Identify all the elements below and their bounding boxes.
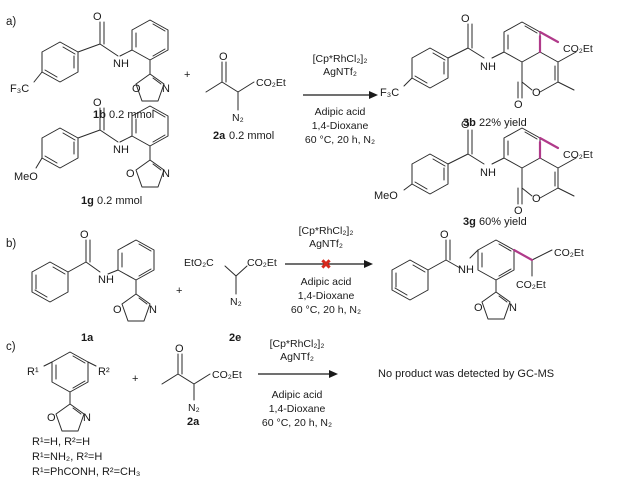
compound-3b-label: 3b: [463, 117, 476, 129]
plus-sign-c: +: [132, 373, 138, 385]
plus-sign-a: +: [184, 69, 190, 81]
label-1b-oxazoline-n: N: [162, 83, 170, 95]
label-1g-nh: NH: [113, 144, 129, 156]
conditions-a-solvent: 1,4-Dioxane: [312, 120, 369, 132]
label-3g-ring-o: O: [532, 193, 541, 205]
label-c-2a-co2et: CO₂Et: [212, 369, 242, 381]
label-3g-lactone-o: O: [514, 205, 523, 217]
conditions-c-temp-time: 60 °C, 20 h, N₂: [262, 417, 332, 429]
label-b-product-co2et-2: CO₂Et: [516, 279, 546, 291]
conditions-a-additive: AgNTf₂: [323, 66, 357, 78]
compound-1b-amount: 0.2 mmol: [109, 109, 154, 121]
label-1a-oxazoline-o: O: [113, 304, 122, 316]
label-c-r1: R¹: [27, 366, 39, 378]
label-1g-oxazoline-n: N: [162, 168, 170, 180]
label-3b-co2et: CO₂Et: [563, 43, 593, 55]
reaction-arrowhead-b: [364, 260, 373, 268]
conditions-c-acid: Adipic acid: [272, 389, 323, 401]
structure-3b: [403, 21, 577, 99]
compound-2a-label: 2a: [213, 130, 226, 142]
label-2e-eto2c: EtO₂C: [184, 257, 214, 269]
compound-3g-yield: 60% yield: [479, 216, 527, 228]
label-1a-oxazoline-n: N: [149, 304, 157, 316]
label-1a-nh: NH: [98, 274, 114, 286]
new-bond-3b-a: [538, 30, 560, 44]
conditions-b-solvent: 1,4-Dioxane: [298, 290, 355, 302]
label-1b-cf3: F₃C: [10, 83, 29, 95]
structure-c-2a: [161, 353, 211, 401]
structure-1b: [33, 19, 169, 102]
label-3b-ring-o: O: [532, 87, 541, 99]
compound-3b-yield: 22% yield: [479, 117, 527, 129]
conditions-c-solvent: 1,4-Dioxane: [269, 403, 326, 415]
structure-c-substrate: [43, 351, 97, 432]
compound-1g-amount: 0.2 mmol: [97, 195, 142, 207]
label-c-oxazoline-o: O: [47, 412, 56, 424]
label-c-2a-n2: N₂: [188, 402, 200, 414]
substituent-set-3: R¹=PhCONH, R²=CH₃: [32, 466, 140, 478]
label-1g-carbonyl-o: O: [93, 97, 102, 109]
compound-2e-label: 2e: [229, 332, 241, 344]
compound-c-2a-label: 2a: [187, 416, 200, 428]
conditions-c-additive: AgNTf₂: [280, 351, 314, 363]
label-3b-lactone-o: O: [514, 99, 523, 111]
compound-2a-amount: 0.2 mmol: [229, 130, 274, 142]
label-2e-n2: N₂: [230, 296, 242, 308]
conditions-b-catalyst: [Cp*RhCl₂]₂: [299, 225, 354, 237]
label-3b-nh: NH: [480, 61, 496, 73]
compound-1g-label: 1g: [81, 195, 94, 207]
label-c-oxazoline-n: N: [83, 412, 91, 424]
label-1g-meo: MeO: [14, 171, 38, 183]
section-label-a: a): [6, 16, 16, 28]
substituent-set-2: R¹=NH₂, R²=H: [32, 451, 102, 463]
label-b-product-carbonyl-o: O: [440, 229, 449, 241]
conditions-b-temp-time: 60 °C, 20 h, N₂: [291, 304, 361, 316]
section-label-b: b): [6, 238, 16, 250]
reaction-arrowhead-a: [369, 91, 378, 99]
conditions-a-temp-time: 60 °C, 20 h, N₂: [305, 134, 375, 146]
label-1b-nh: NH: [113, 58, 129, 70]
result-c-text: No product was detected by GC-MS: [378, 368, 554, 380]
label-b-product-co2et-1: CO₂Et: [554, 247, 584, 259]
conditions-a-catalyst: [Cp*RhCl₂]₂: [313, 53, 368, 65]
structure-2a: [205, 61, 255, 111]
conditions-b-additive: AgNTf₂: [309, 238, 343, 250]
label-2a-carbonyl-o: O: [219, 51, 228, 63]
label-c-2a-carbonyl-o: O: [175, 343, 184, 355]
structure-1a: [31, 239, 155, 322]
label-1g-oxazoline-o: O: [126, 168, 135, 180]
label-3g-meo: MeO: [374, 190, 398, 202]
label-1a-carbonyl-o: O: [80, 229, 89, 241]
structure-2e: [224, 265, 248, 295]
label-3g-carbonyl-o: O: [461, 119, 470, 131]
label-3g-co2et: CO₂Et: [563, 149, 593, 161]
fail-cross-icon: ✖: [320, 256, 332, 272]
structure-3g: [403, 127, 577, 205]
label-b-product-oxazoline-o: O: [474, 302, 483, 314]
reaction-arrowhead-c: [329, 370, 338, 378]
label-2a-co2et: CO₂Et: [256, 77, 286, 89]
new-bond-b: [512, 248, 534, 262]
label-b-product-oxazoline-n: N: [509, 302, 517, 314]
new-bond-3g-a: [538, 136, 560, 150]
label-b-product-nh: NH: [458, 264, 474, 276]
label-3b-cf3: F₃C: [380, 87, 399, 99]
label-3g-nh: NH: [480, 167, 496, 179]
section-label-c: c): [6, 341, 16, 353]
conditions-c-catalyst: [Cp*RhCl₂]₂: [270, 338, 325, 350]
plus-sign-b: +: [176, 285, 182, 297]
conditions-b-acid: Adipic acid: [301, 276, 352, 288]
compound-3g-label: 3g: [463, 216, 476, 228]
substituent-set-1: R¹=H, R²=H: [32, 436, 90, 448]
label-3b-carbonyl-o: O: [461, 13, 470, 25]
label-1b-carbonyl-o: O: [93, 11, 102, 23]
label-c-r2: R²: [98, 366, 110, 378]
label-1b-oxazoline-o: O: [132, 83, 141, 95]
conditions-a-acid: Adipic acid: [315, 106, 366, 118]
label-2a-n2: N₂: [232, 112, 244, 124]
compound-1a-label: 1a: [81, 332, 94, 344]
label-2e-co2et: CO₂Et: [247, 257, 277, 269]
structure-1g: [35, 105, 169, 188]
